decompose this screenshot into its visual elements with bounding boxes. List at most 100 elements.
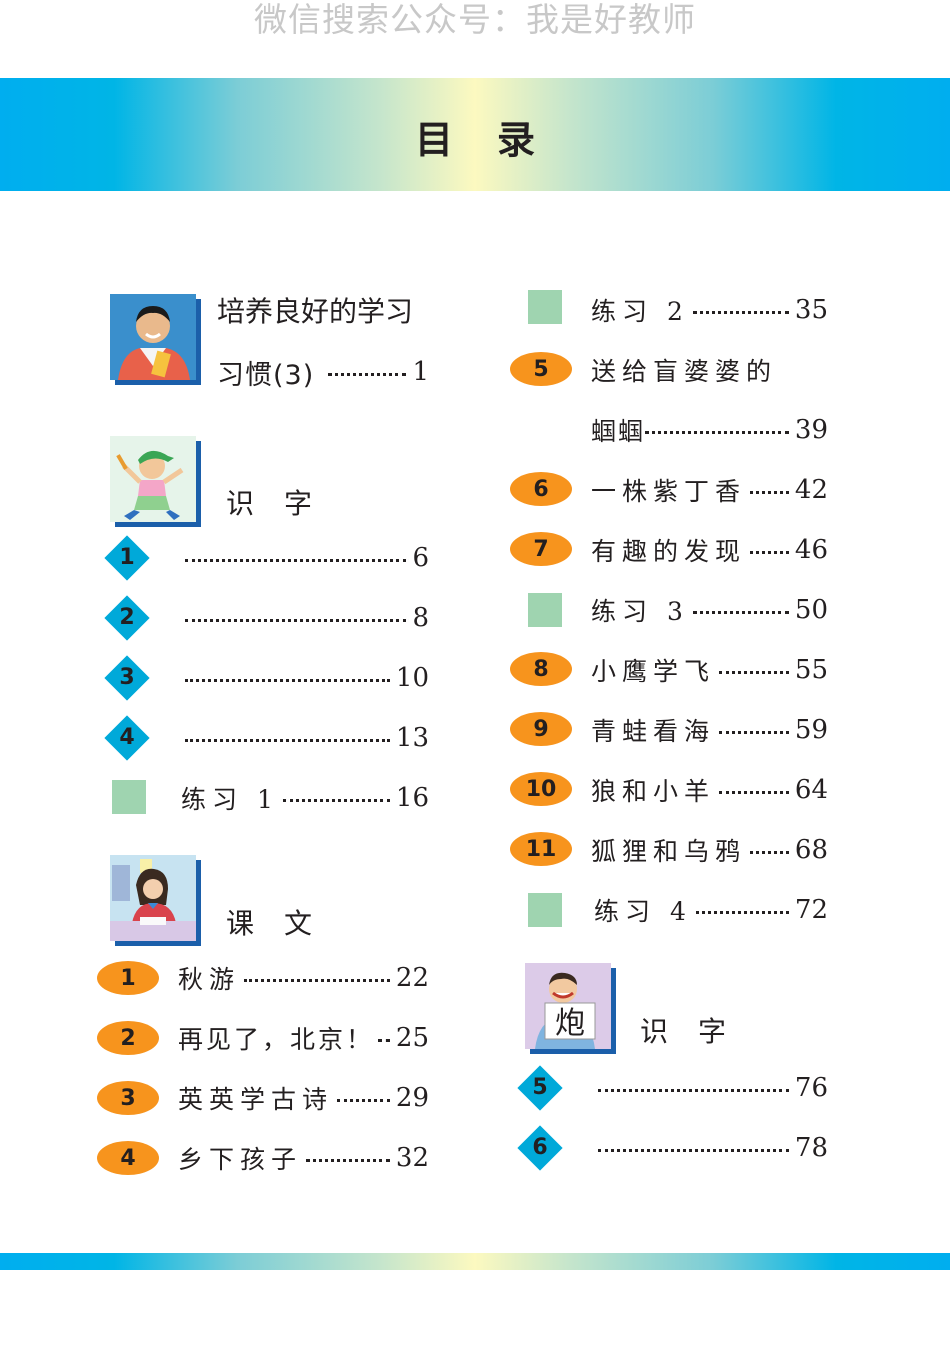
diamond-badge: 6 <box>516 1124 564 1172</box>
diamond-badge: 5 <box>516 1064 564 1112</box>
shizi-2-picture: 炮 <box>525 963 611 1049</box>
toc-row-shizi-6[interactable]: 78 <box>598 1128 828 1168</box>
oval-badge: 8 <box>510 652 572 686</box>
toc-row-shizi-2[interactable]: 8 <box>185 598 429 638</box>
dot-leader <box>719 730 789 734</box>
dot-leader <box>306 1158 390 1162</box>
exercise-square <box>528 893 562 927</box>
oval-badge: 6 <box>510 472 572 506</box>
toc-page: 29 <box>395 1083 429 1113</box>
dot-leader <box>282 798 390 802</box>
exercise-square <box>112 780 146 814</box>
toc-row-shizi-4[interactable]: 13 <box>185 718 429 758</box>
girl-writing-icon <box>110 855 196 941</box>
toc-page: 55 <box>794 655 828 685</box>
bottom-band <box>0 1253 950 1270</box>
toc-row-lesson-5-line2[interactable]: 蝈蝈 39 <box>591 410 828 450</box>
toc-page: 72 <box>794 895 828 925</box>
svg-text:炮: 炮 <box>555 1006 585 1041</box>
toc-page: 39 <box>794 415 828 445</box>
toc-row-intro[interactable]: 习惯(3) 1 <box>217 352 429 392</box>
dot-leader <box>692 610 789 614</box>
toc-label: 狐狸和乌鸦 <box>591 837 747 866</box>
title-band: 目录 <box>0 78 950 191</box>
kewen-picture <box>110 855 196 941</box>
toc-label: 青蛙看海 <box>591 717 716 746</box>
dot-leader <box>337 1098 390 1102</box>
toc-page: 32 <box>395 1143 429 1173</box>
oval-badge: 5 <box>510 352 572 386</box>
toc-page: 10 <box>395 663 429 693</box>
toc-label: 英英学古诗 <box>178 1085 334 1114</box>
exercise-square <box>528 593 562 627</box>
dot-leader <box>719 790 789 794</box>
oval-badge: 2 <box>97 1021 159 1055</box>
oval-badge: 11 <box>510 832 572 866</box>
section-title-shizi: 识字 <box>226 487 343 520</box>
toc-page: 16 <box>395 783 429 813</box>
toc-label: 一株紫丁香 <box>591 477 747 506</box>
toc-row-exercise-3[interactable]: 练习 3 50 <box>591 590 828 630</box>
shizi-picture <box>110 436 196 522</box>
dot-leader <box>695 910 789 914</box>
toc-page: 50 <box>794 595 828 625</box>
watermark: 微信搜索公众号：我是好教师 <box>254 0 696 39</box>
toc-row-shizi-3[interactable]: 10 <box>185 658 429 698</box>
toc-row-kewen-3[interactable]: 英英学古诗 29 <box>178 1078 429 1118</box>
oval-badge: 1 <box>97 961 159 995</box>
boy-photo-icon <box>110 294 196 380</box>
dot-leader <box>598 1088 789 1092</box>
page-title: 目录 <box>414 118 579 162</box>
boy-holding-card-icon: 炮 <box>525 963 611 1049</box>
section-title-kewen: 课文 <box>226 907 343 940</box>
toc-row-kewen-1[interactable]: 秋游 22 <box>178 958 429 998</box>
oval-badge: 9 <box>510 712 572 746</box>
intro-photo <box>110 294 196 380</box>
toc-page: 1 <box>412 357 429 387</box>
toc-page: 59 <box>794 715 828 745</box>
toc-page: 76 <box>794 1073 828 1103</box>
diamond-badge: 2 <box>103 594 151 642</box>
dot-leader <box>185 618 407 622</box>
toc-row-lesson-7[interactable]: 有趣的发现 46 <box>591 530 828 570</box>
dot-leader <box>378 1038 390 1042</box>
toc-row-shizi-5[interactable]: 76 <box>598 1068 828 1108</box>
toc-row-lesson-10[interactable]: 狼和小羊 64 <box>591 770 828 810</box>
toc-row-lesson-5-line1[interactable]: 送给盲婆婆的 <box>591 350 828 390</box>
dot-leader <box>719 670 789 674</box>
oval-badge: 10 <box>510 772 572 806</box>
dot-leader <box>692 310 789 314</box>
dot-leader <box>598 1148 789 1152</box>
toc-label: 练习 1 <box>181 785 279 814</box>
toc-page: 25 <box>395 1023 429 1053</box>
toc-row-kewen-2[interactable]: 再见了，北京！ 25 <box>178 1018 429 1058</box>
toc-row-kewen-4[interactable]: 乡下孩子 32 <box>178 1138 429 1178</box>
dot-leader <box>750 550 789 554</box>
toc-label: 再见了，北京！ <box>178 1025 375 1054</box>
toc-page: 35 <box>794 295 828 325</box>
toc-page: 8 <box>412 603 429 633</box>
toc-label: 有趣的发现 <box>591 537 747 566</box>
toc-label: 送给盲婆婆的 <box>591 357 778 386</box>
toc-row-lesson-11[interactable]: 狐狸和乌鸦 68 <box>591 830 828 870</box>
diamond-badge: 3 <box>103 654 151 702</box>
toc-row-lesson-8[interactable]: 小鹰学飞 55 <box>591 650 828 690</box>
toc-row-shizi-1[interactable]: 6 <box>185 538 429 578</box>
toc-label: 乡下孩子 <box>178 1145 303 1174</box>
dot-leader <box>645 430 789 434</box>
toc-row-exercise-4[interactable]: 练习 4 72 <box>594 890 828 930</box>
toc-page: 13 <box>395 723 429 753</box>
dot-leader <box>185 558 407 562</box>
toc-row-lesson-6[interactable]: 一株紫丁香 42 <box>591 470 828 510</box>
toc-row-lesson-9[interactable]: 青蛙看海 59 <box>591 710 828 750</box>
toc-label: 秋游 <box>178 965 241 994</box>
toc-label: 狼和小羊 <box>591 777 716 806</box>
dot-leader <box>185 738 390 742</box>
dot-leader <box>185 678 390 682</box>
toc-label: 蝈蝈 <box>591 417 646 446</box>
toc-label: 练习 4 <box>594 897 692 926</box>
toc-row-exercise-2[interactable]: 练习 2 35 <box>591 290 828 330</box>
toc-label: 习惯(3) <box>217 359 315 391</box>
toc-page: 46 <box>794 535 828 565</box>
toc-row-exercise-1[interactable]: 练习 1 16 <box>181 778 429 818</box>
